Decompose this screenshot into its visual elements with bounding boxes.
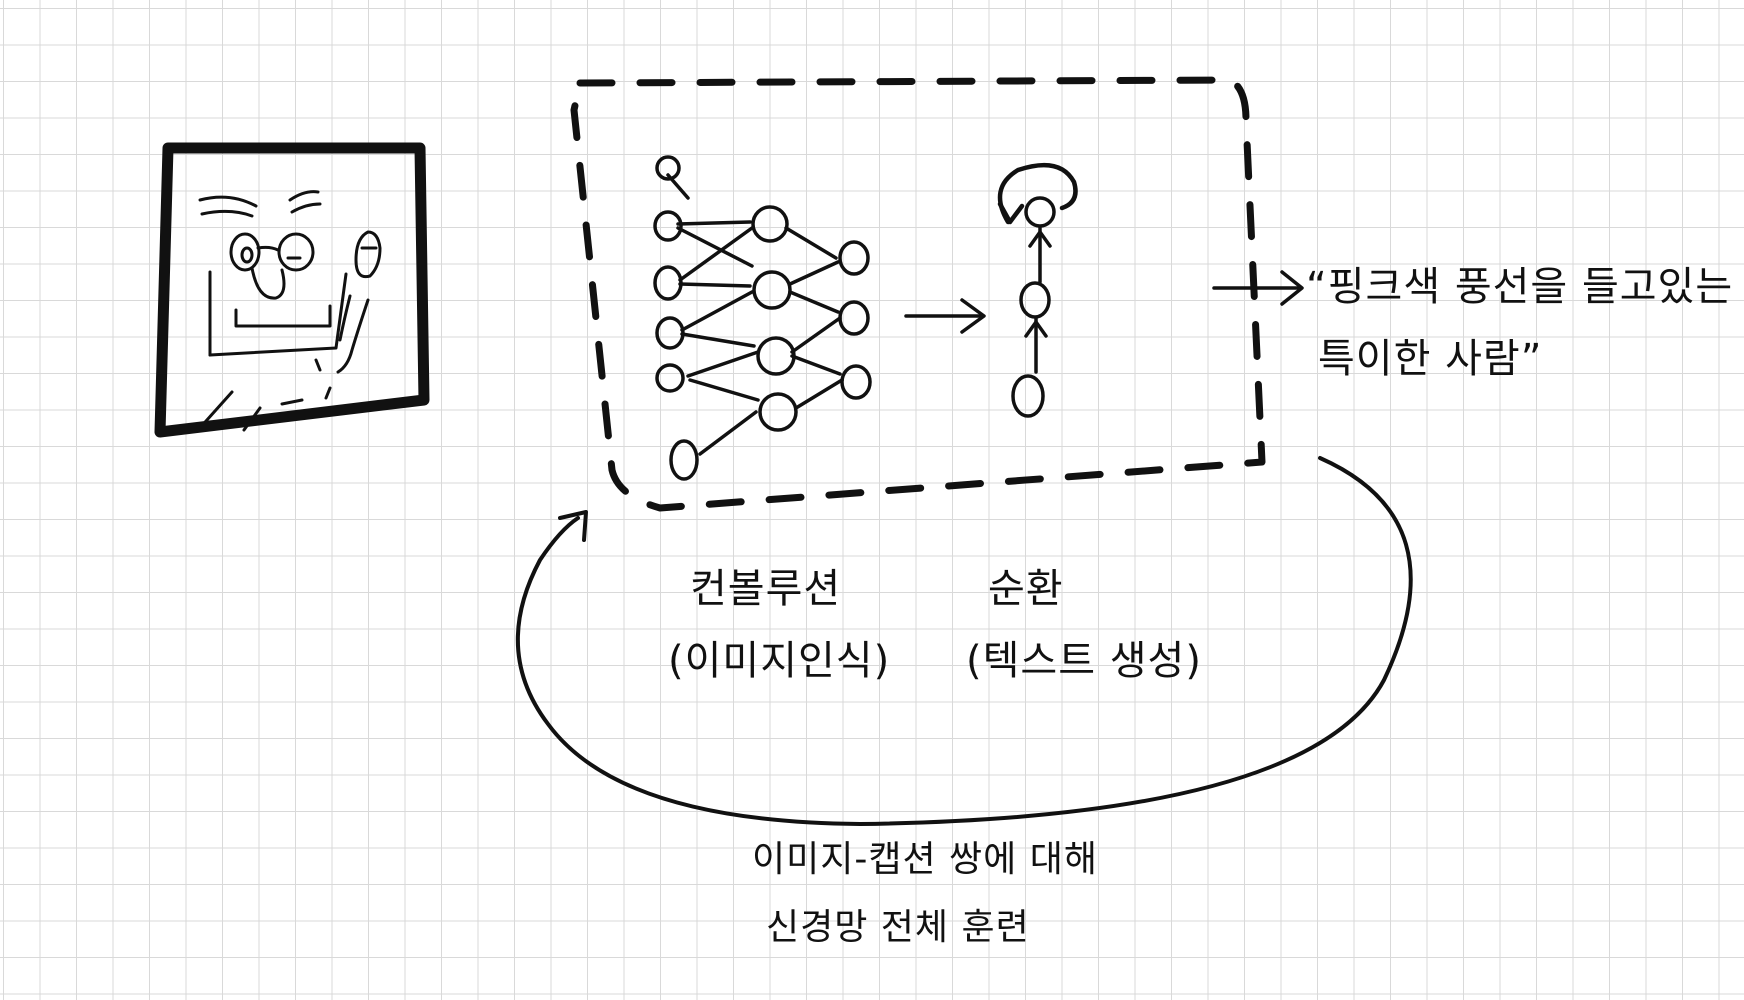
recurrent-chain-icon <box>1011 196 1056 418</box>
cnn-node <box>655 155 681 181</box>
input-image-frame <box>154 142 430 438</box>
recurrent-loop-icon <box>997 162 1078 225</box>
cnn-node <box>751 205 789 243</box>
cnn-node <box>758 392 798 432</box>
cnn-node <box>655 363 685 393</box>
rnn-node <box>1024 196 1056 228</box>
output-arrow <box>1212 270 1304 306</box>
training-label-line1: 이미지-캡션 쌍에 대해 <box>752 839 1098 880</box>
cnn-node <box>838 300 870 336</box>
cnn-label-line1: 컨볼루션 <box>690 566 842 612</box>
cnn-to-rnn-arrow <box>904 298 986 334</box>
cnn-node <box>752 270 792 310</box>
rnn-node <box>1019 281 1051 319</box>
training-label-line2: 신경망 전체 훈련 <box>766 907 1030 948</box>
training-loop-arrow <box>515 456 1413 826</box>
cnn-node <box>653 265 683 301</box>
model-boundary <box>570 76 1266 512</box>
output-caption-line1: “핑크색 풍선을 들고있는 <box>1306 264 1734 310</box>
cnn-node <box>838 240 870 276</box>
output-caption-line2: 특이한 사람” <box>1318 336 1543 382</box>
cnn-node <box>669 439 699 481</box>
rnn-label-line2: (텍스트 생성) <box>966 638 1202 684</box>
cnn-node <box>653 210 683 242</box>
face-portrait-icon <box>196 190 382 432</box>
neural-network-icon <box>653 155 872 481</box>
cnn-node <box>655 316 685 350</box>
rnn-node <box>1011 374 1045 418</box>
cnn-label-line2: (이미지인식) <box>668 638 891 684</box>
rnn-label-line1: 순환 <box>988 566 1064 612</box>
cnn-node <box>840 364 872 400</box>
cnn-node <box>756 336 796 376</box>
